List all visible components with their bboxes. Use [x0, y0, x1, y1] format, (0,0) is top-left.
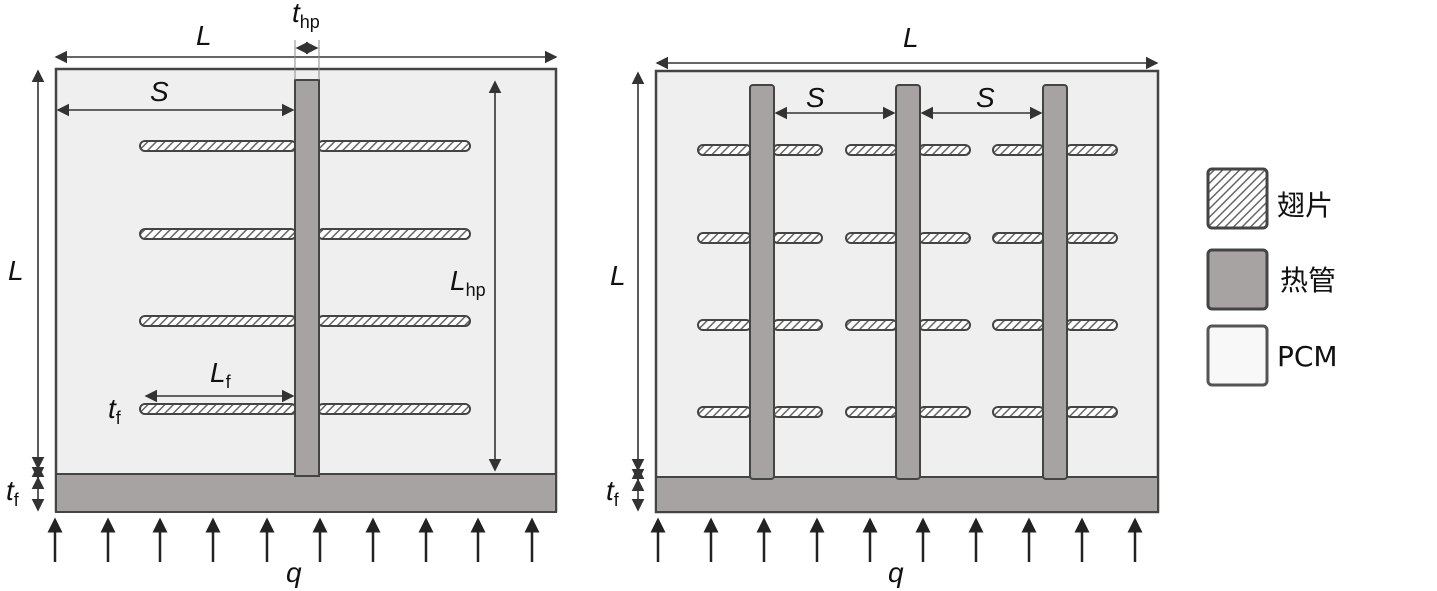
- heat-pipe: [895, 84, 921, 480]
- label-Lf-sub: f: [226, 372, 232, 392]
- triple-heat-pipe-panel: L S S Ltf q: [606, 22, 1160, 588]
- label-S-main: S: [150, 76, 169, 107]
- label-tf-fin-main: t: [108, 393, 117, 424]
- label-tf-fin-sub: f: [116, 408, 122, 428]
- fin: [139, 403, 297, 415]
- fin: [992, 319, 1045, 331]
- base-plate: [655, 476, 1159, 513]
- fin: [697, 144, 752, 156]
- label-S-2-main: S: [976, 82, 995, 113]
- fin: [317, 315, 471, 327]
- label-tf-base: tf: [6, 475, 20, 510]
- heat-pipe: [294, 79, 320, 477]
- heat-pipe-swatch: [1206, 248, 1269, 311]
- fin: [317, 228, 471, 240]
- label-tf-base-main: t: [606, 475, 615, 506]
- base-plate: [55, 473, 557, 513]
- label-q: q: [286, 557, 302, 588]
- label-Lf: Lf: [210, 357, 232, 392]
- label-L-left: L: [610, 260, 626, 291]
- label-tf-base: tf: [606, 475, 620, 510]
- label-tf-fin: tf: [108, 393, 122, 428]
- fin: [1065, 144, 1118, 156]
- label-Lhp-sub: hp: [466, 280, 486, 300]
- label-q-main: q: [888, 557, 904, 588]
- fin: [772, 319, 823, 331]
- pcm-swatch: [1206, 324, 1269, 387]
- fin: [992, 144, 1045, 156]
- fin: [918, 406, 971, 418]
- fin: [1065, 232, 1118, 244]
- label-L-top-main: L: [903, 22, 919, 53]
- fin: [697, 232, 752, 244]
- fin: [772, 232, 823, 244]
- heat-pipe: [749, 84, 775, 480]
- label-Lhp-main: L: [450, 265, 466, 296]
- fin: [918, 144, 971, 156]
- legend-pcm-label-main: PCM: [1277, 340, 1338, 373]
- fin: [1065, 319, 1118, 331]
- label-L-left-main: L: [610, 260, 626, 291]
- legend-fin-label-main: 翅片: [1277, 189, 1333, 222]
- fin: [772, 406, 823, 418]
- label-tf-base-main: t: [6, 475, 15, 506]
- label-S-1: S: [806, 82, 825, 113]
- legend-heat-pipe-label: 热管: [1280, 264, 1336, 297]
- fin: [992, 232, 1045, 244]
- fin: [1065, 406, 1118, 418]
- fin: [139, 228, 297, 240]
- label-L-top: L: [196, 20, 212, 51]
- label-tf-base-sub: f: [14, 490, 20, 510]
- fin: [845, 232, 898, 244]
- fin: [697, 319, 752, 331]
- heat-pipe: [1042, 84, 1068, 480]
- fin: [992, 406, 1045, 418]
- fin: [845, 406, 898, 418]
- fin: [918, 319, 971, 331]
- fin: [845, 319, 898, 331]
- label-S-2: S: [976, 82, 995, 113]
- label-tf-base-sub: f: [614, 490, 620, 510]
- fin: [317, 140, 471, 152]
- label-thp: thp: [292, 0, 320, 32]
- label-L-left: L: [8, 255, 24, 286]
- label-L-left-main: L: [8, 255, 24, 286]
- label-Lhp: Lhp: [450, 265, 486, 300]
- fin: [317, 403, 471, 415]
- fin: [772, 144, 823, 156]
- fin: [918, 232, 971, 244]
- label-thp-main: t: [292, 0, 301, 28]
- label-S: S: [150, 76, 169, 107]
- legend-pcm-label: PCM: [1277, 340, 1338, 373]
- fin: [697, 406, 752, 418]
- label-q-main: q: [286, 557, 302, 588]
- label-q: q: [888, 557, 904, 588]
- label-Lf-main: L: [210, 357, 226, 388]
- legend-fin-label: 翅片: [1277, 189, 1333, 222]
- fin: [845, 144, 898, 156]
- label-L-top: L: [903, 22, 919, 53]
- legend-heat-pipe-label-main: 热管: [1280, 264, 1336, 297]
- label-L-top-main: L: [196, 20, 212, 51]
- label-thp-sub: hp: [300, 12, 320, 32]
- label-S-1-main: S: [806, 82, 825, 113]
- fin-swatch: [1206, 167, 1269, 230]
- fin: [139, 315, 297, 327]
- fin: [139, 140, 297, 152]
